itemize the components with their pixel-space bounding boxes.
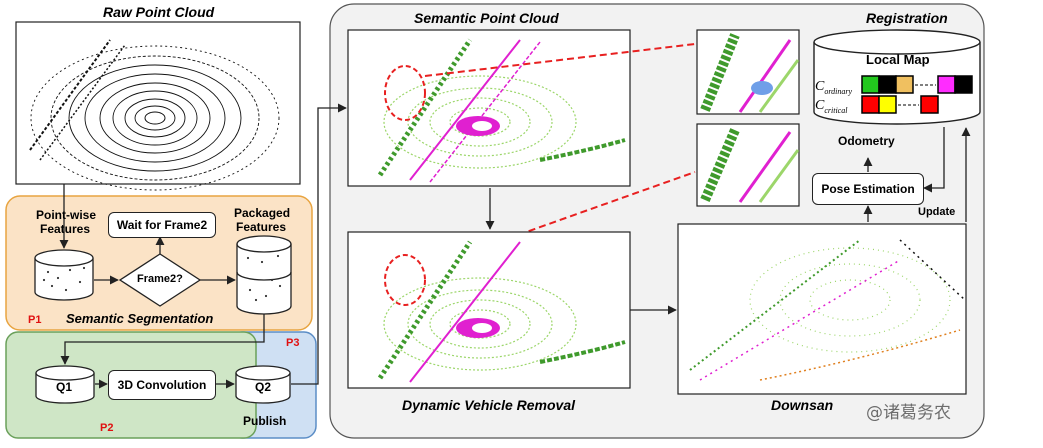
q2-cylinder — [235, 365, 291, 404]
q1-cylinder — [35, 365, 95, 404]
cell-critical-2 — [878, 95, 897, 114]
c-critical-subscript: critical — [824, 105, 848, 115]
cell-ordinary-3 — [895, 75, 914, 94]
c-critical-base: C — [815, 98, 825, 113]
dynamic-removal-image — [347, 231, 631, 389]
semantic-segmentation-label: Semantic Segmentation — [66, 311, 214, 326]
packaged-cylinder — [236, 235, 292, 315]
downsampled-image — [677, 223, 967, 395]
c-ordinary-subscript: ordinary — [824, 86, 853, 96]
c-ordinary-base: C — [815, 79, 825, 94]
p3-tag: P3 — [286, 337, 300, 349]
semantic-point-cloud-image — [347, 29, 631, 187]
local-map-label: Local Map — [866, 52, 930, 67]
dynamic-removal-title: Dynamic Vehicle Removal — [402, 397, 576, 413]
pose-estimation-box: Pose Estimation — [812, 173, 924, 205]
arrow-q2-to-semantic — [291, 103, 347, 385]
zoom-inset-top — [696, 29, 800, 115]
cell-ordinary-1 — [861, 75, 880, 94]
publish-label: Publish — [243, 414, 287, 428]
cell-ordinary-2 — [878, 75, 897, 94]
frame-decision-diamond — [118, 253, 202, 307]
packaged-label-line2: Features — [236, 220, 287, 234]
q2-label: Q2 — [255, 380, 272, 394]
downsample-title: Downsan — [771, 397, 834, 413]
cell-critical-3 — [920, 95, 939, 114]
pointwise-label-line1: Point-wise — [36, 208, 97, 222]
cell-ordinary-5 — [954, 75, 973, 94]
cell-critical-1 — [861, 95, 880, 114]
update-label: Update — [918, 206, 956, 218]
zoom-inset-bottom — [696, 123, 800, 207]
raw-point-cloud-image — [15, 21, 301, 191]
3d-convolution-box: 3D Convolution — [108, 370, 216, 400]
pointwise-label-line2: Features — [40, 222, 91, 236]
odometry-label: Odometry — [838, 134, 895, 148]
c-critical-label: Ccritical — [815, 98, 847, 115]
frame2-decision-label: Frame2? — [137, 273, 183, 285]
p2-tag: P2 — [100, 422, 114, 434]
cell-ordinary-4 — [937, 75, 956, 94]
wait-for-frame2-box: Wait for Frame2 — [108, 212, 216, 238]
arrow-packaged-to-q1 — [60, 314, 265, 365]
c-ordinary-label: Cordinary — [815, 79, 852, 96]
q1-label: Q1 — [56, 380, 73, 394]
zoom-connector-top — [424, 43, 696, 77]
p1-tag: P1 — [28, 314, 42, 326]
registration-title: Registration — [866, 10, 948, 26]
watermark: @诸葛务农 — [866, 403, 951, 423]
packaged-label-line1: Packaged — [234, 206, 291, 220]
raw-point-cloud-title: Raw Point Cloud — [103, 4, 215, 20]
pointwise-cylinder — [34, 249, 94, 301]
arrow-map-to-pose — [923, 127, 945, 193]
semantic-point-cloud-title: Semantic Point Cloud — [414, 10, 559, 26]
